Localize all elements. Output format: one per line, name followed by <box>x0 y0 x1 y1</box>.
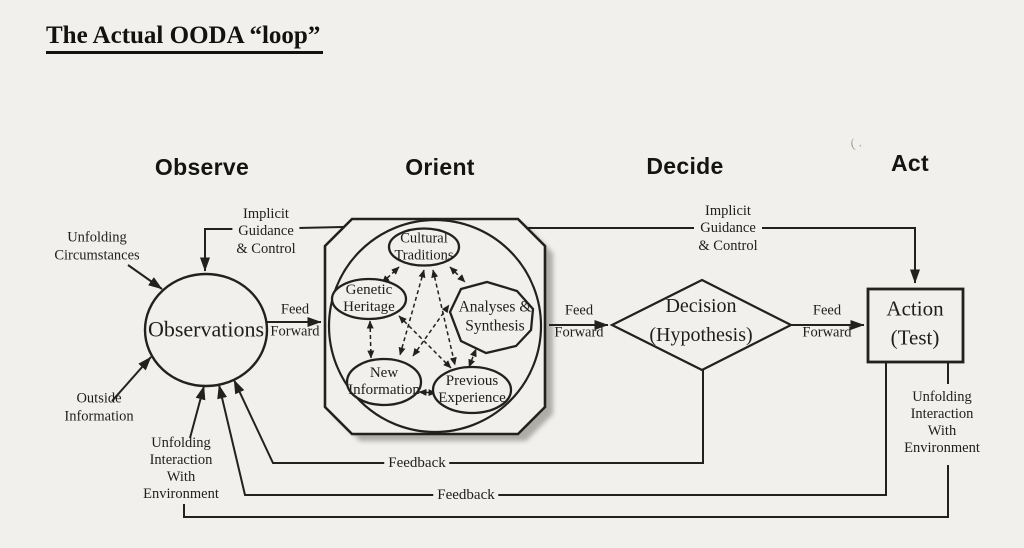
link-cultural-previous <box>431 269 457 366</box>
feedback-2-line <box>217 362 887 496</box>
arrow-unfolding-circumstances <box>127 264 163 290</box>
feedback-2-label: Feedback <box>433 484 499 506</box>
unfolding-circumstances-label: Unfolding Circumstances <box>54 229 140 263</box>
cultural-traditions-ellipse <box>387 227 461 267</box>
page-title: The Actual OODA “loop” <box>46 22 324 54</box>
decision-label: Decision (Hypothesis) <box>649 295 753 346</box>
environment-loop-line <box>183 465 949 518</box>
analyses-synthesis-label: Analyses & Synthesis <box>458 298 532 334</box>
action-label: Action (Test) <box>886 296 944 350</box>
column-header-act: Act <box>891 149 929 176</box>
feed-forward-1-label: Feed Forward <box>270 301 320 339</box>
link-newinfo-analyses <box>412 304 450 357</box>
analyses-synthesis-polygon <box>448 280 535 355</box>
genetic-heritage-label: Genetic Heritage <box>343 281 395 315</box>
unfolding-interaction-left-label: Unfolding Interaction With Environment <box>143 434 219 503</box>
link-cultural-analyses <box>449 266 466 283</box>
arrow-environment-to-observations <box>189 385 206 439</box>
observations-ellipse <box>143 272 269 388</box>
link-genetic-newinfo <box>366 320 375 359</box>
previous-experience-label: Previous Experience <box>438 372 506 406</box>
column-header-decide: Decide <box>646 152 724 179</box>
feed-forward-2-label: Feed Forward <box>554 302 604 340</box>
implicit-guidance-left-line-2 <box>297 226 344 229</box>
implicit-guidance-left-label: Implicit Guidance & Control <box>232 204 300 260</box>
observations-label: Observations <box>147 316 265 342</box>
feed-forward-3-label: Feed Forward <box>802 302 852 340</box>
implicit-guidance-right-label: Implicit Guidance & Control <box>694 201 762 257</box>
column-header-orient: Orient <box>405 153 475 180</box>
implicit-guidance-left-line <box>200 228 235 272</box>
link-previous-analyses <box>468 348 477 368</box>
outside-information-label: Outside Information <box>64 390 134 424</box>
orient-circle <box>327 218 543 434</box>
new-information-ellipse <box>345 357 423 407</box>
previous-experience-ellipse <box>431 365 513 415</box>
genetic-heritage-ellipse <box>330 277 408 321</box>
arrow-outside-information <box>111 356 152 402</box>
new-information-label: New Information <box>348 364 420 398</box>
column-header-observe: Observe <box>154 153 250 180</box>
cultural-traditions-label: Cultural Traditions <box>394 230 454 263</box>
action-box <box>866 287 965 364</box>
feedback-1-label: Feedback <box>384 452 450 474</box>
feedback-1-line <box>233 370 704 464</box>
unfolding-interaction-right-label: Unfolding Interaction With Environment <box>900 387 984 459</box>
implicit-guidance-right-line-2 <box>762 227 920 284</box>
